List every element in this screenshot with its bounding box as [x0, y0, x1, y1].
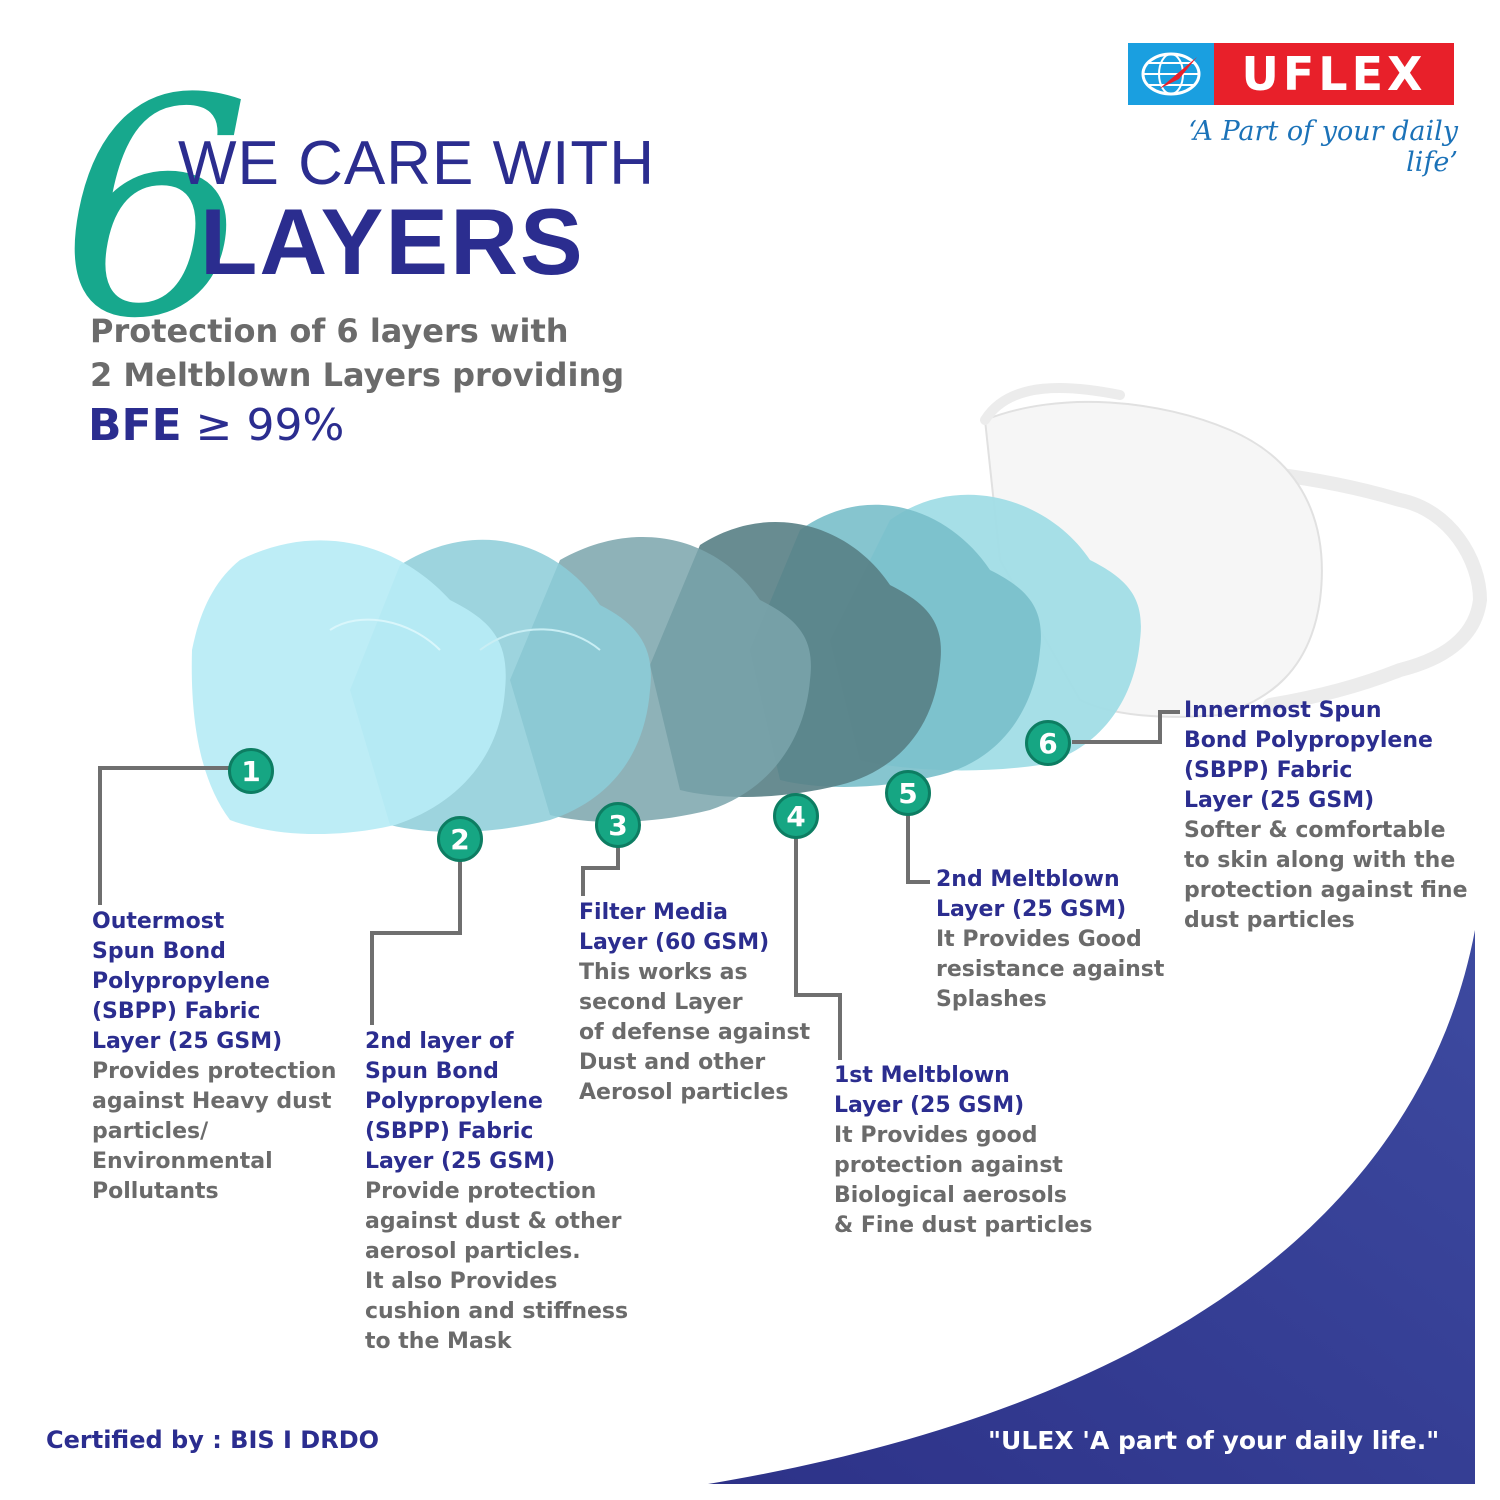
- headline-line1: WE CARE WITH: [178, 129, 655, 198]
- globe-icon: [1128, 43, 1214, 105]
- layer-2-description: Provide protection against dust & other …: [365, 1179, 629, 1354]
- layer-4-description: It Provides good protection against Biol…: [834, 1123, 1093, 1238]
- layer-badge-6: 6: [1025, 720, 1071, 766]
- layer-5-description: It Provides Good resistance against Spla…: [936, 927, 1165, 1012]
- big-number-six: 6: [60, 35, 251, 384]
- layer-2-title: 2nd layer of Spun Bond Polypropylene (SB…: [365, 1029, 556, 1174]
- layer-badge-3: 3: [595, 802, 641, 848]
- logo-wordmark: UFLEX: [1214, 43, 1454, 105]
- uflex-logo: UFLEX: [1128, 43, 1454, 105]
- layer-2-info: 2nd layer of Spun Bond Polypropylene (SB…: [365, 1027, 645, 1357]
- brand-tagline: ‘A Part of your daily life’: [1188, 116, 1458, 178]
- layer-6-title: Innermost Spun Bond Polypropylene (SBPP)…: [1184, 698, 1433, 813]
- layer-6-info: Innermost Spun Bond Polypropylene (SBPP)…: [1184, 696, 1484, 936]
- connector-2: [370, 860, 462, 1025]
- bfe-label: BFE: [88, 400, 182, 451]
- layer-1-title: Outermost Spun Bond Polypropylene (SBPP)…: [92, 909, 283, 1054]
- footer-quote: "ULEX 'A part of your daily life.": [988, 1426, 1440, 1455]
- layer-4-info: 1st Meltblown Layer (25 GSM) It Provides…: [834, 1061, 1114, 1241]
- layer-badge-1: 1: [228, 748, 274, 794]
- connector-5: [906, 815, 930, 884]
- layer-badge-5: 5: [885, 770, 931, 816]
- layer-badge-2: 2: [437, 816, 483, 862]
- layer-1-info: Outermost Spun Bond Polypropylene (SBPP)…: [92, 907, 352, 1207]
- subtitle-line2: 2 Meltblown Layers providing: [90, 356, 625, 394]
- layer-4-title: 1st Meltblown Layer (25 GSM): [834, 1063, 1025, 1118]
- connector-6: [1072, 710, 1180, 744]
- layer-1-description: Provides protection against Heavy dust p…: [92, 1059, 337, 1204]
- certification-text: Certified by : BIS I DRDO: [46, 1426, 380, 1454]
- bfe-rating: BFE ≥ 99%: [88, 400, 344, 451]
- headline-line2: LAYERS: [200, 189, 585, 294]
- bfe-value: ≥ 99%: [195, 400, 345, 451]
- layer-badge-4: 4: [773, 793, 819, 839]
- connector-3: [581, 846, 620, 896]
- layer-5-info: 2nd Meltblown Layer (25 GSM) It Provides…: [936, 865, 1176, 1015]
- connector-4: [794, 838, 842, 1060]
- subtitle-line1: Protection of 6 layers with: [90, 312, 569, 350]
- layer-3-info: Filter Media Layer (60 GSM) This works a…: [579, 898, 829, 1108]
- connector-1: [98, 766, 230, 905]
- layer-5-title: 2nd Meltblown Layer (25 GSM): [936, 867, 1127, 922]
- layer-3-title: Filter Media Layer (60 GSM): [579, 900, 770, 955]
- layer-6-description: Softer & comfortable to skin along with …: [1184, 818, 1468, 933]
- layer-3-description: This works as second Layer of defense ag…: [579, 960, 811, 1105]
